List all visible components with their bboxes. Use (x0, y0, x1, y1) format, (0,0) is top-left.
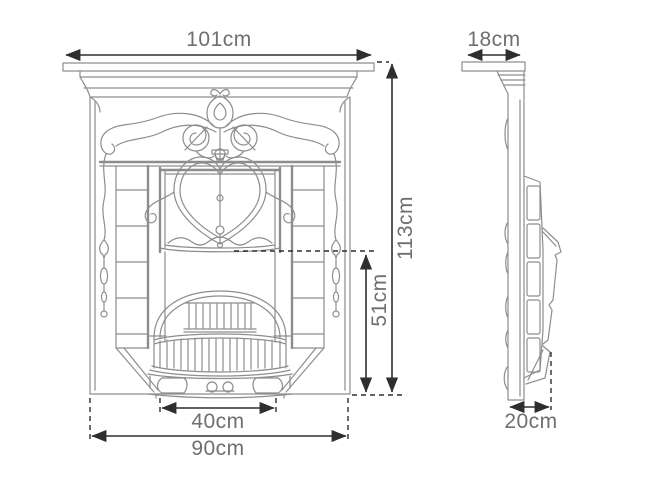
basket-hood (149, 290, 291, 339)
dimension-label-51cm: 51cm (368, 273, 391, 326)
dimension-opening-height: 51cm (359, 254, 391, 393)
side-fireback (525, 227, 562, 385)
dimension-opening-width: 40cm (159, 398, 277, 433)
canopy-ornament (144, 149, 296, 249)
side-back-panel-strip (523, 175, 544, 379)
hearth-splay (115, 347, 325, 393)
dimension-label-90cm: 90cm (191, 437, 244, 460)
dimension-overall-height: 113cm (352, 61, 417, 396)
dimension-base-depth: 20cm (504, 352, 557, 433)
side-tile-5 (526, 337, 541, 373)
dimension-label-101cm: 101cm (186, 28, 252, 51)
side-tile-4 (526, 299, 541, 335)
leg-drop-ornaments (99, 153, 341, 318)
dimension-shelf-depth: 18cm (467, 28, 521, 62)
mantel-shelf (62, 62, 375, 98)
tile-panels (115, 165, 325, 349)
side-tile-2 (526, 223, 541, 259)
frieze-ornament (100, 88, 340, 160)
dimension-overall-width: 101cm (65, 28, 372, 62)
front-view-drawing (62, 62, 375, 399)
dimension-label-40cm: 40cm (191, 410, 244, 433)
opening-frame (146, 164, 294, 350)
side-tile-backs (526, 185, 541, 373)
extension-dashes-40cm (159, 398, 277, 412)
body-outline (89, 96, 351, 395)
side-tile-3 (526, 261, 541, 297)
dimension-label-18cm: 18cm (467, 28, 520, 51)
basket-fret (183, 302, 257, 333)
basket-base (147, 373, 293, 399)
extension-dashes-90cm (89, 398, 349, 439)
side-shelf-profile (461, 61, 526, 95)
dimension-label-113cm: 113cm (394, 196, 417, 260)
side-board (503, 70, 525, 401)
dimension-label-20cm: 20cm (504, 410, 557, 433)
side-view-drawing (461, 61, 562, 401)
dimension-base-width: 90cm (89, 398, 349, 460)
side-tile-1 (526, 185, 541, 221)
fire-basket (147, 290, 293, 399)
basket-rail-spindles (149, 333, 291, 377)
